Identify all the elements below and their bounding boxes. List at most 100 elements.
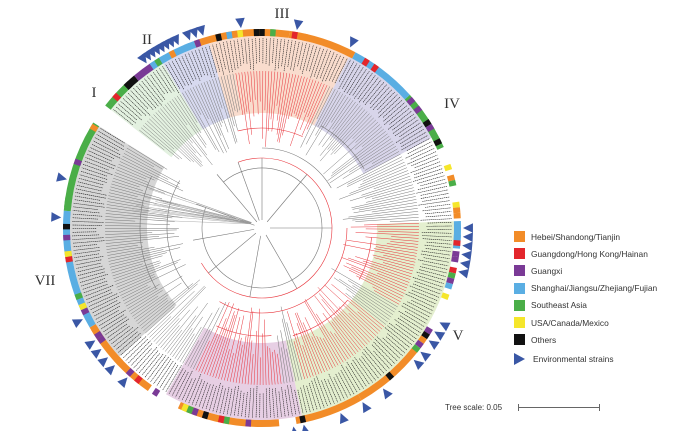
region-ring-segment [425,123,435,132]
strain-label-mark [215,43,225,75]
tree-branch [106,246,143,253]
tree-branch [105,236,180,244]
tree-branch [342,211,419,220]
tree-branch [135,205,252,223]
strain-label-mark [80,170,108,180]
strain-label-mark [89,147,115,159]
tree-branch [160,108,202,157]
tree-branch [105,233,175,238]
strain-label-mark [82,164,113,176]
strain-label-mark [205,46,216,78]
tree-branch [349,143,395,173]
tree-branch [128,145,168,170]
strain-label-mark [178,57,192,85]
environmental-strain-marker [382,388,393,400]
tree-branch [113,262,161,280]
tree-branch [331,131,386,174]
environmental-strain-marker [56,172,67,182]
tree-branch [144,122,175,150]
strain-label-mark [72,231,97,233]
tree-branch [364,184,413,199]
tree-branch [362,260,412,278]
tree-branch [270,71,276,120]
environmental-strain-marker [51,212,62,222]
strain-label-mark [268,387,271,418]
tree-branch [351,193,416,209]
tree-branch [111,263,143,274]
tree-branch [295,332,311,378]
tree-branch [306,85,328,130]
strain-label-mark [244,38,248,64]
tree-branch [333,277,392,318]
strain-label-mark [88,293,118,307]
tree-branch [184,340,200,366]
tree-branch [352,285,395,313]
strain-label-mark [138,350,159,374]
strain-label-mark [358,77,379,103]
strain-label-mark [398,310,425,327]
strain-label-mark [338,59,351,82]
strain-label-mark [73,247,100,251]
tree-branch [106,207,183,218]
region-ring-segment [299,415,307,424]
strain-label-mark [153,72,169,94]
strain-label-mark [400,315,423,331]
strain-label-mark [417,275,444,284]
tree-branch [157,188,252,223]
clade-label: V [453,328,464,344]
legend-swatch [514,265,525,277]
tree-branch [253,330,258,385]
strain-label-mark [138,83,159,107]
strain-label-mark [374,338,398,362]
tree-branch [200,83,230,150]
tree-branch [272,351,276,385]
strain-label-mark [72,244,98,248]
region-ring-segment [63,210,96,328]
region-ring-segment [448,266,457,274]
strain-label-mark [290,385,297,415]
strain-label-mark [401,305,429,321]
strain-label-mark [420,253,450,259]
tree-branch [281,347,288,384]
strain-label-mark [427,222,452,224]
tree-branch [322,338,339,366]
strain-label-mark [293,41,300,71]
region-ring-segment [237,29,244,38]
strain-label-mark [346,362,364,389]
tree-branch [141,127,180,160]
legend-label: USA/Canada/Mexico [531,317,609,328]
tree-branch [105,232,153,235]
strain-label-mark [388,322,415,343]
tree-branch [274,349,279,385]
tree-branch [171,99,207,148]
strain-label-mark [212,382,221,412]
clade-label: IV [444,96,460,112]
strain-label-mark [323,378,335,404]
tree-branch [276,72,288,135]
strain-label-mark [407,141,432,154]
strain-label-mark [141,80,162,106]
region-ring-segment [370,63,379,73]
tree-branch [177,333,195,361]
strain-label-mark [345,366,361,391]
tree-branch [114,175,165,194]
strain-label-mark [233,385,239,417]
strain-label-mark [281,387,286,417]
strain-label-mark [421,232,452,234]
strain-label-mark [424,203,451,208]
strain-label-mark [72,213,103,217]
tree-branch [331,111,368,151]
strain-label-mark [222,41,230,73]
strain-label-mark [165,365,182,393]
tree-branch [166,180,190,290]
strain-label-mark [194,50,205,76]
strain-label-mark [201,47,213,78]
strain-label-mark [93,302,121,317]
strain-label-mark [316,49,328,79]
strain-label-mark [392,116,417,134]
tree-branch [187,89,202,115]
tree-branch [107,243,184,259]
strain-label-mark [327,379,339,403]
strain-label-mark [334,58,348,84]
tree-branch [372,286,401,302]
